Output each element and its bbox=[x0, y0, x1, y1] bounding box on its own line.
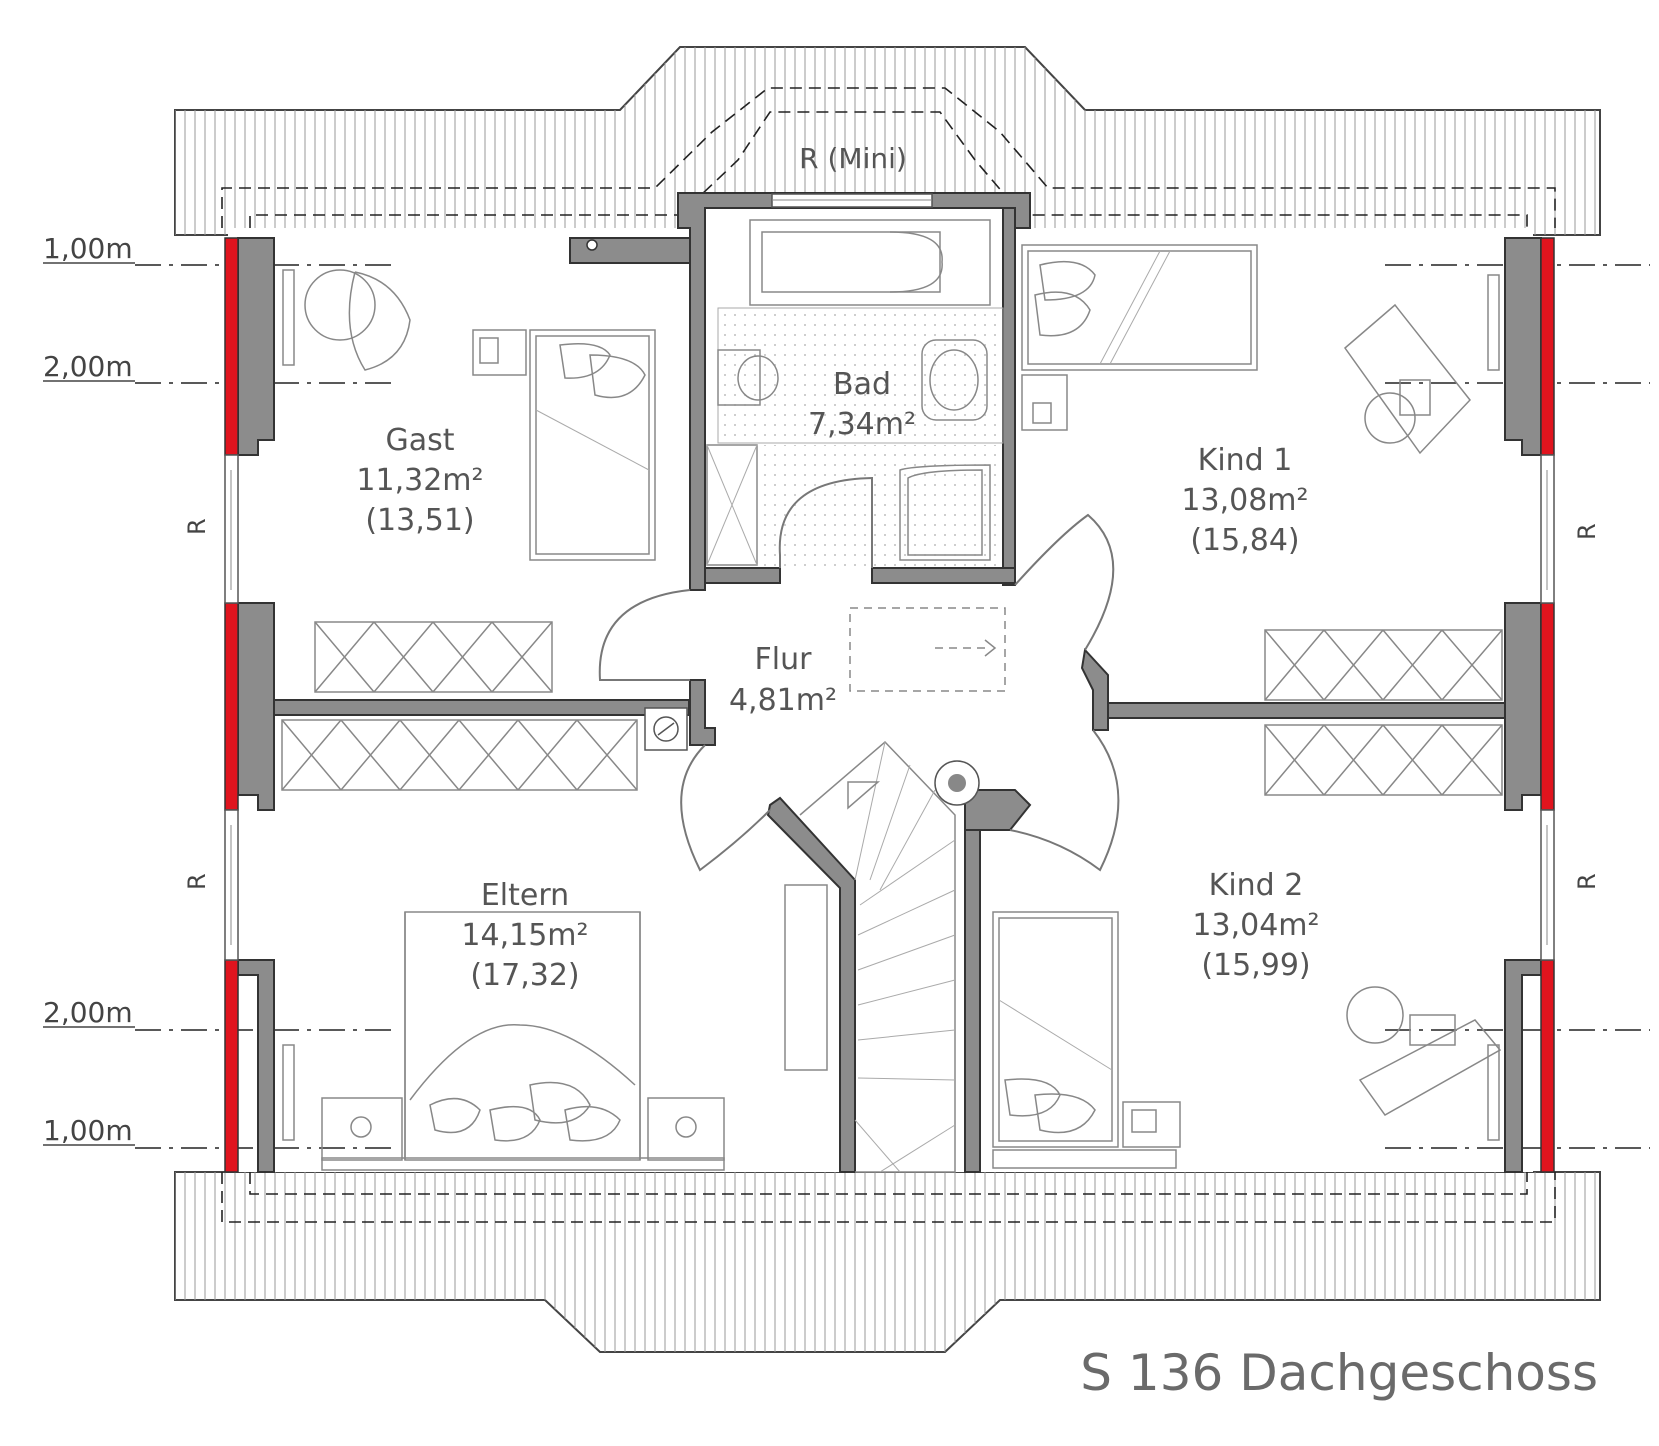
room-area: 13,04m² bbox=[1192, 908, 1319, 943]
room-name: Flur bbox=[755, 642, 813, 677]
window-mark-right-lower: R bbox=[1573, 873, 1601, 890]
kind1-furniture bbox=[1021, 244, 1500, 455]
room-area: 4,81m² bbox=[729, 683, 837, 718]
plan-title: S 136 Dachgeschoss bbox=[1080, 1344, 1598, 1402]
room-area: 13,08m² bbox=[1181, 483, 1308, 518]
dashed-outline bbox=[221, 87, 1556, 1223]
interior-walls bbox=[273, 192, 1506, 1173]
height-mark-top-1: 1,00m bbox=[43, 232, 133, 265]
staircase bbox=[799, 740, 980, 1173]
height-labels: 1,00m 2,00m 2,00m 1,00m bbox=[43, 232, 135, 1147]
roof-bottom bbox=[174, 1171, 1601, 1353]
wardrobes bbox=[281, 621, 1503, 796]
room-label-flur: Flur 4,81m² bbox=[729, 642, 837, 718]
room-name: Bad bbox=[833, 367, 891, 402]
height-mark-bottom-2: 2,00m bbox=[43, 996, 133, 1029]
room-name: Eltern bbox=[481, 878, 569, 913]
height-mark-top-2: 2,00m bbox=[43, 350, 133, 383]
room-name: Kind 2 bbox=[1209, 868, 1304, 903]
room-label-eltern: Eltern 14,15m² (17,32) bbox=[461, 878, 588, 993]
room-label-gast: Gast 11,32m² (13,51) bbox=[356, 423, 483, 538]
bath-fixtures bbox=[706, 219, 1004, 570]
window-mark-left-upper: R bbox=[183, 518, 211, 535]
window-marks: R R R R bbox=[183, 518, 1601, 890]
window-mark-left-lower: R bbox=[183, 873, 211, 890]
room-sub: (15,84) bbox=[1190, 523, 1299, 558]
room-sub: (17,32) bbox=[470, 958, 579, 993]
room-sub: (15,99) bbox=[1201, 948, 1310, 983]
room-area: 11,32m² bbox=[356, 463, 483, 498]
room-name: Gast bbox=[385, 423, 454, 458]
room-name: Kind 1 bbox=[1198, 443, 1293, 478]
room-label-kind1: Kind 1 13,08m² (15,84) bbox=[1181, 443, 1308, 558]
room-area: 7,34m² bbox=[808, 407, 916, 442]
vents bbox=[644, 707, 688, 751]
room-label-bad: Bad 7,34m² bbox=[808, 367, 916, 442]
window-mark-right-upper: R bbox=[1573, 523, 1601, 540]
room-sub: (13,51) bbox=[365, 503, 474, 538]
room-label-kind2: Kind 2 13,04m² (15,99) bbox=[1192, 868, 1319, 983]
kind2-furniture bbox=[992, 911, 1502, 1169]
doors bbox=[598, 476, 1120, 872]
room-area: 14,15m² bbox=[461, 918, 588, 953]
roof-label: R (Mini) bbox=[799, 142, 907, 175]
height-mark-bottom-1: 1,00m bbox=[43, 1114, 133, 1147]
gast-furniture bbox=[282, 269, 656, 561]
outer-walls bbox=[224, 237, 1555, 1173]
eltern-furniture bbox=[282, 884, 828, 1171]
